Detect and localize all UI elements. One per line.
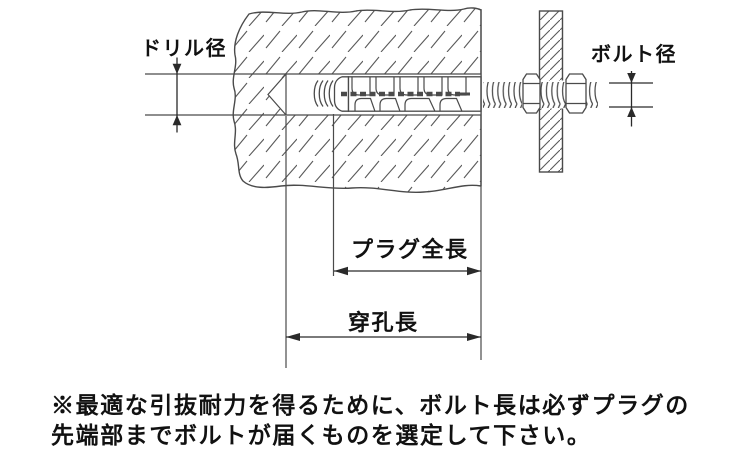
selection-note: ※最適な引抜耐力を得るために、ボルト長は必ずプラグの 先端部までボルトが届くもの… <box>51 390 690 450</box>
hole-edge-lines <box>145 73 481 116</box>
hole-length-arrow-right <box>467 333 481 341</box>
inner-nut <box>522 73 541 114</box>
thread-section-right <box>586 82 598 108</box>
extension-lines <box>285 9 482 368</box>
inner-nut-facets <box>523 82 540 105</box>
drilled-hole-length-label: 穿孔長 <box>348 310 419 335</box>
plug-length-arrow-left <box>334 266 348 276</box>
drill-diameter-label: ドリル径 <box>141 38 227 60</box>
bolt-tip-coils <box>313 80 334 107</box>
drill-dim-arrow-bottom <box>172 115 182 126</box>
thread-section-through-plate <box>539 82 566 108</box>
dimension-hole-length <box>286 333 481 341</box>
bolt-diameter-label: ボルト径 <box>591 44 677 66</box>
drill-tip-cone <box>267 73 287 116</box>
outer-nut-facets <box>566 82 586 105</box>
bolt-dim-arrow-bottom <box>627 107 636 117</box>
note-line-2: 先端部までボルトが届くものを選定して下さい。 <box>51 422 592 448</box>
dimension-plug-length <box>334 266 481 276</box>
anchor-plug <box>333 76 482 112</box>
hole-length-arrow-left <box>286 333 300 341</box>
outer-nut <box>565 73 587 114</box>
dimension-drill-diameter <box>172 57 182 133</box>
bolt-tip <box>313 80 334 107</box>
note-line-1: ※最適な引抜耐力を得るために、ボルト長は必ずプラグの <box>51 392 690 418</box>
bolt-dim-arrow-top <box>627 73 636 83</box>
drill-dim-arrow-top <box>172 63 182 74</box>
plug-slots-bottom <box>354 97 463 112</box>
plug-total-length-label: プラグ全長 <box>351 237 469 262</box>
bolt-threads <box>483 82 522 108</box>
outer-nut-outline <box>565 73 587 114</box>
plug-length-arrow-right <box>467 266 481 276</box>
nuts <box>522 73 587 114</box>
inner-nut-outline <box>522 73 541 114</box>
thread-section-left <box>483 82 522 108</box>
dimension-bolt-diameter <box>609 71 653 127</box>
fixture-plate <box>538 10 598 173</box>
